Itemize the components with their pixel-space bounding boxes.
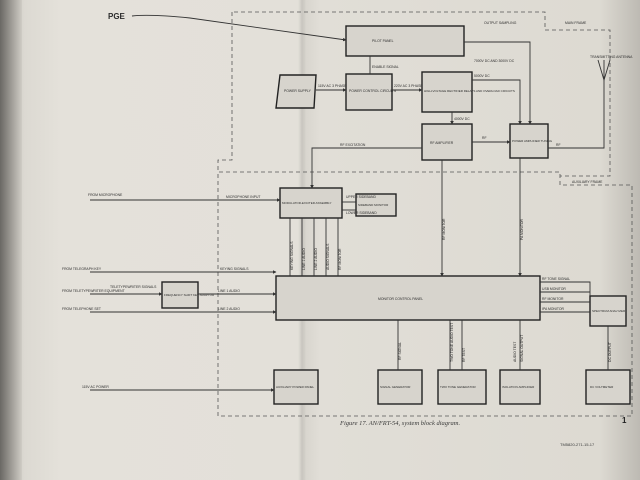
signal-ipa-monitor: IPA MONITOR — [542, 307, 564, 311]
label-main-frame: MAIN FRAME — [565, 21, 587, 25]
signal-audio-v: AUDIO SIGNALS — [326, 243, 330, 270]
label-auxiliary-frame: AUXILIARY FRAME — [572, 180, 603, 184]
label-power-amplifier: POWER AMPLIFIER TUNING — [512, 139, 553, 143]
signal-pa-monitor-main: PA MONITOR — [520, 218, 524, 240]
signal-line2: LINE 2 AUDIO — [218, 307, 240, 311]
label-isolation: ISOLATION AMPLIFIER — [502, 385, 535, 389]
signal-ac-1: 115V AC 3 PHASE — [318, 84, 347, 88]
signal-rf-monitor-main: RF MONITOR — [442, 218, 446, 240]
page-number: 1 — [622, 416, 627, 425]
rf-amplifier-block — [421, 123, 473, 161]
text-labels: PGE MAIN FRAME AUXILIARY FRAME FROM MICR… — [62, 12, 633, 389]
signal-dc-4000: 4000V DC — [454, 117, 470, 121]
connection-lines — [90, 14, 611, 392]
signal-gen-block — [377, 369, 423, 405]
label-dc-volt: DC VOLTMETER — [590, 385, 614, 389]
signal-tty: TELETYPEWRITER SIGNALS — [110, 285, 157, 289]
label-aux-power: AUXILIARY POWER PANEL — [276, 385, 315, 389]
signal-rf-to-ant: RF — [556, 143, 561, 147]
signal-two-tone-audio: TWO TONE AUDIO TEST — [450, 323, 454, 362]
label-spectrum: SPECTRUM ANALYZER — [592, 309, 626, 313]
monitor-panel-block — [275, 275, 541, 321]
signal-keying-v: KEYING SIGNALS — [290, 241, 294, 270]
signal-usb-monitor: USB MONITOR — [542, 287, 566, 291]
signal-rf-test: RF TEST — [462, 348, 466, 362]
signal-dc-7000: 7000V DC AND 3000V DC — [474, 59, 515, 63]
label-telephone: FROM TELEPHONE SET — [62, 307, 101, 311]
signal-rf-excitation: RF EXCITATION — [340, 143, 366, 147]
signal-output-sampling: OUTPUT SAMPLING — [484, 21, 517, 25]
signal-dc-5000: 5000V DC — [474, 74, 490, 78]
pilot-panel-block — [345, 25, 465, 57]
label-antenna: TRANSMITTING ANTENNA — [590, 55, 633, 59]
aux-power-block — [273, 369, 319, 405]
signal-microphone-input: MICROPHONE INPUT — [226, 195, 260, 199]
label-freq-shift: FREQUENCY SHIFT KEY ADAPTOR — [164, 293, 215, 297]
label-power: 115V AC POWER — [82, 385, 109, 389]
figure-reference: TM5820-271-15-17 — [560, 442, 595, 447]
label-power-control: POWER CONTROL CIRCUITS — [349, 89, 397, 93]
signal-line1: LINE 1 AUDIO — [218, 289, 240, 293]
signal-rf-tone: RF TONE SIGNAL — [542, 277, 570, 281]
frame-outlines — [217, 11, 633, 417]
label-modulator: MODULATOR-EXCITER ASSEMBLY — [282, 201, 332, 205]
signal-rf-out: RF — [482, 136, 487, 140]
power-control-block — [345, 73, 393, 111]
signal-rf-signal-v: RF SIGNAL — [398, 342, 402, 360]
signal-upper-sideband: UPPER SIDEBAND — [346, 195, 377, 199]
figure-caption: Figure 17. AN/FRT-54, system block diagr… — [340, 420, 461, 427]
signal-rf-monitor-2: RF MONITOR — [542, 297, 564, 301]
signal-output-v: SIGNAL OUTPUT — [520, 335, 524, 362]
signal-keying: KEYING SIGNALS — [220, 267, 249, 271]
dc-volt-block — [585, 369, 631, 405]
hv-rectifier-block — [421, 71, 473, 113]
label-telegraph-key: FROM TELEGRAPH KEY — [62, 267, 102, 271]
binding-gutter — [0, 0, 22, 480]
modulator-block — [279, 187, 343, 219]
signal-rf-monitor-v: RF MONITOR — [338, 248, 342, 270]
label-signal-gen: SIGNAL GENERATOR — [380, 385, 411, 389]
signal-dc-output: DC OUTPUT — [608, 342, 612, 362]
signal-line1-v: LINE 1 AUDIO — [302, 248, 306, 270]
signal-lower-sideband: LOWER SIDEBAND — [346, 211, 377, 215]
spectrum-block — [589, 295, 627, 327]
label-power-supply: POWER SUPPLY — [284, 89, 312, 93]
sideband-monitor-block — [355, 193, 397, 217]
label-hv-rectifier: HIGH-VOLTAGE RECTIFIER RELAYS AND OVERLO… — [424, 89, 515, 93]
label-monitor-panel: MONITOR CONTROL PANEL — [378, 297, 423, 301]
label-microphone: FROM MICROPHONE — [88, 193, 123, 197]
signal-ac-2: 220V AC 3 PHASE — [394, 84, 423, 88]
label-teletypewriter: FROM TELETYPEWRITER EQUIPMENT — [62, 289, 125, 293]
label-rf-amplifier: RF AMPLIFIER — [430, 141, 454, 145]
signal-enable: ENABLE SIGNAL — [372, 65, 399, 69]
signal-line2-v: LINE 2 AUDIO — [314, 248, 318, 270]
auxiliary-frame-outline — [217, 174, 633, 417]
label-top-left: PGE — [108, 12, 126, 21]
isolation-block — [499, 369, 541, 405]
label-sideband-monitor: SIDEBAND MONITOR — [358, 203, 389, 207]
label-pilot-panel: PILOT PANEL — [372, 39, 394, 43]
label-two-tone: TWO TONE GENERATOR — [440, 385, 476, 389]
signal-audio-test: AUDIO TEST — [513, 342, 517, 362]
power-supply-block — [275, 74, 317, 109]
